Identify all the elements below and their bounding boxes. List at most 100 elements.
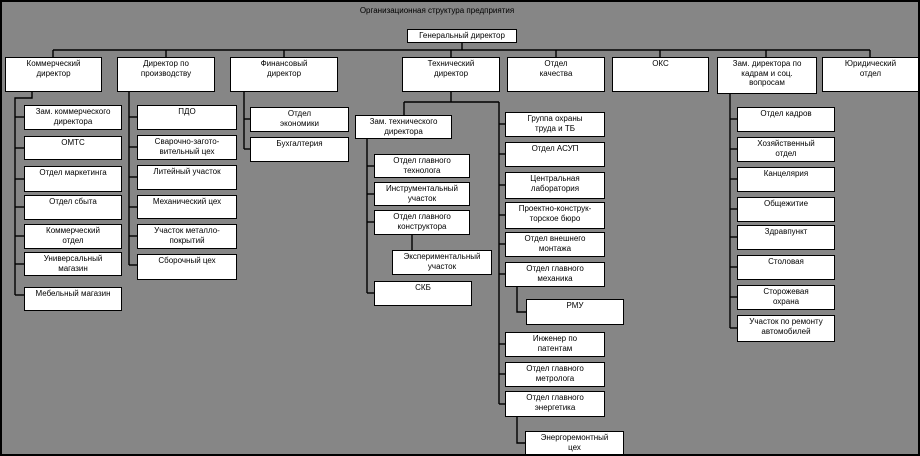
org-box-label: Коммерческий директор (26, 59, 81, 78)
org-box-label: Отдел главного конструктора (393, 212, 451, 231)
org-box-experimental-section: Экспериментальный участок (392, 250, 492, 275)
org-box-quality-dept: Отдел качества (507, 57, 605, 92)
org-box-label: Хозяйственный отдел (757, 139, 815, 158)
org-box-label: Отдел сбыта (49, 197, 97, 206)
org-box-label: Общежитие (763, 199, 809, 208)
org-box-label: Отдел качества (539, 59, 573, 78)
org-box-label: Юридический отдел (844, 59, 897, 78)
org-box-household-dept: Хозяйственный отдел (737, 137, 835, 162)
org-box-label: ОМТС (61, 138, 85, 147)
org-box-economics-dept: Отдел экономики (250, 107, 349, 132)
org-box-foundry-section: Литейный участок (137, 165, 237, 190)
org-box-tool-section: Инструментальный участок (374, 182, 470, 206)
connector-line (516, 417, 525, 444)
org-box-chief-power-engineer-dept: Отдел главного энергетика (505, 391, 605, 417)
org-box-deputy-hr-social: Зам. директора по кадрам и соц. вопросам (717, 57, 817, 94)
org-box-skb: СКБ (374, 281, 472, 306)
org-box-label: Сторожевая охрана (763, 287, 809, 306)
org-box-production-director: Директор по производству (117, 57, 215, 92)
connector-line (516, 287, 526, 313)
org-box-asup-dept: Отдел АСУП (505, 142, 605, 167)
org-box-labor-safety-group: Группа охраны труда и ТБ (505, 112, 605, 137)
org-box-label: Инженер по патентам (532, 334, 578, 353)
org-box-health-post: Здравпункт (737, 225, 835, 250)
org-box-general-director: Генеральный директор (407, 29, 517, 43)
org-box-label: Центральная лаборатория (530, 174, 580, 193)
org-box-label: Коммерческий отдел (46, 226, 100, 245)
org-box-label: Участок металло- покрытий (154, 226, 220, 245)
org-box-label: Зам. технического директора (369, 117, 438, 136)
org-box-label: Зам. директора по кадрам и соц. вопросам (732, 59, 802, 87)
org-box-label: Финансовый директор (260, 59, 308, 78)
org-box-label: СКБ (415, 283, 431, 292)
org-box-label: Столовая (768, 257, 804, 266)
org-box-mechanical-shop: Механический цех (137, 195, 237, 219)
org-box-design-bureau: Проектно-конструк- торское бюро (505, 202, 605, 229)
org-box-label: Механический цех (152, 197, 222, 206)
org-box-label: Отдел главного механика (526, 264, 584, 283)
org-box-label: Технический директор (427, 59, 475, 78)
org-box-oks: ОКС (612, 57, 709, 92)
org-box-label: Отдел внешнего монтажа (524, 234, 586, 253)
org-box-chief-mechanic-dept: Отдел главного механика (505, 262, 605, 287)
org-box-label: Проектно-конструк- торское бюро (518, 204, 592, 223)
org-box-chief-metrologist-dept: Отдел главного метролога (505, 362, 605, 387)
org-box-label: Энергоремонтный цех (540, 433, 609, 452)
org-box-rmu: РМУ (526, 299, 624, 325)
org-box-energy-repair-shop: Энергоремонтный цех (525, 431, 624, 454)
org-box-dormitory: Общежитие (737, 197, 835, 222)
org-box-label: Отдел экономики (280, 109, 319, 128)
org-box-financial-director: Финансовый директор (230, 57, 338, 92)
org-box-label: Отдел кадров (760, 109, 812, 118)
org-box-metal-coating-section: Участок металло- покрытий (137, 224, 237, 249)
org-box-label: ПДО (178, 107, 196, 116)
org-box-label: Инструментальный участок (386, 184, 458, 203)
org-box-label: ОКС (652, 59, 669, 68)
org-box-label: Отдел главного технолога (393, 156, 451, 175)
org-box-universal-store: Универсальный магазин (24, 252, 122, 276)
org-box-assembly-shop: Сборочный цех (137, 254, 237, 280)
org-box-commercial-dept: Коммерческий отдел (24, 224, 122, 249)
org-box-security-guard: Сторожевая охрана (737, 285, 835, 310)
org-box-omts: ОМТС (24, 136, 122, 160)
org-box-label: Канцелярия (763, 169, 809, 178)
org-box-label: Отдел главного энергетика (526, 393, 584, 412)
org-box-pdo: ПДО (137, 105, 237, 130)
org-box-label: Здравпункт (764, 227, 808, 236)
org-box-deputy-commercial-director: Зам. коммерческого директора (24, 105, 122, 130)
org-box-marketing-dept: Отдел маркетинга (24, 166, 122, 192)
org-box-legal-dept: Юридический отдел (822, 57, 918, 92)
org-box-label: Отдел АСУП (531, 144, 579, 153)
org-box-accounting: Бухгалтерия (250, 137, 349, 162)
diagram-title: Организационная структура предприятия (359, 6, 515, 15)
org-box-chief-designer-dept: Отдел главного конструктора (374, 210, 470, 235)
org-box-label: Отдел главного метролога (526, 364, 584, 383)
org-box-label: Литейный участок (153, 167, 221, 176)
org-box-patent-engineer: Инженер по патентам (505, 332, 605, 357)
org-box-label: Зам. коммерческого директора (35, 107, 111, 126)
org-box-external-installation-dept: Отдел внешнего монтажа (505, 232, 605, 257)
org-box-chief-technologist-dept: Отдел главного технолога (374, 154, 470, 178)
org-box-label: Универсальный магазин (43, 254, 103, 273)
org-box-central-lab: Центральная лаборатория (505, 172, 605, 199)
org-box-label: Участок по ремонту автомобилей (749, 317, 823, 336)
org-box-chancery: Канцелярия (737, 167, 835, 192)
org-box-label: Сварочно-загото- вительный цех (154, 137, 220, 156)
org-box-label: Генеральный директор (419, 31, 505, 40)
org-box-welding-shop: Сварочно-загото- вительный цех (137, 135, 237, 160)
org-box-label: Отдел маркетинга (39, 168, 107, 177)
org-box-technical-director: Технический директор (402, 57, 500, 92)
org-box-label: Сборочный цех (158, 256, 216, 265)
org-box-label: Директор по производству (140, 59, 192, 78)
org-box-furniture-store: Мебельный магазин (24, 287, 122, 311)
connector-line (14, 92, 33, 295)
org-box-label: Бухгалтерия (276, 139, 323, 148)
org-box-commercial-director: Коммерческий директор (5, 57, 102, 92)
org-box-car-repair-section: Участок по ремонту автомобилей (737, 315, 835, 342)
org-box-label: РМУ (566, 301, 584, 310)
org-box-sales-dept: Отдел сбыта (24, 195, 122, 220)
org-box-deputy-technical-director: Зам. технического директора (355, 115, 452, 139)
org-box-label: Мебельный магазин (35, 289, 111, 298)
